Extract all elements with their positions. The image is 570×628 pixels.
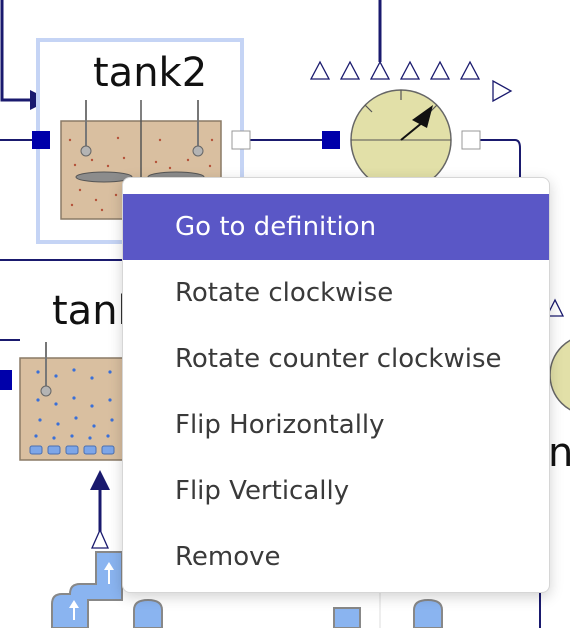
tank-lower-sensor <box>40 385 52 397</box>
tank-lower-port[interactable] <box>0 370 12 390</box>
wire <box>480 139 521 180</box>
tank2-inlet-port[interactable] <box>32 131 50 149</box>
up-arrow-icon <box>69 600 79 608</box>
gauge-outlet-port[interactable] <box>461 130 481 150</box>
triangle-marker-icon <box>309 60 513 103</box>
menu-item-rotate-clockwise[interactable]: Rotate clockwise <box>175 278 394 308</box>
flow-arrow-icon <box>90 470 110 490</box>
blower-pipe <box>51 551 123 628</box>
menu-item-flip-vertically[interactable]: Flip Vertically <box>175 476 350 506</box>
pipe-fitting <box>333 607 361 628</box>
context-menu: Go to definition Rotate clockwise Rotate… <box>122 177 550 593</box>
menu-item-remove[interactable]: Remove <box>175 542 281 572</box>
menu-item-flip-horizontally[interactable]: Flip Horizontally <box>175 410 385 440</box>
gauge-needle <box>400 121 424 141</box>
block-label-tank2: tank2 <box>93 50 208 96</box>
triangle-marker-icon <box>545 298 565 317</box>
pointer-needle-icon <box>412 105 433 128</box>
triangle-marker-icon <box>90 528 110 549</box>
tank2-outlet-port[interactable] <box>231 130 251 150</box>
menu-item-go-to-definition[interactable]: Go to definition <box>123 194 549 260</box>
gauge-inlet-port[interactable] <box>322 131 340 149</box>
tank-lower-bubbles <box>34 368 114 440</box>
menu-item-rotate-counter-clockwise[interactable]: Rotate counter clockwise <box>175 344 502 374</box>
tank2-sensor <box>192 145 204 157</box>
tank-lower-diffusers <box>29 445 115 455</box>
pipe-fitting <box>413 598 443 628</box>
wire <box>0 0 38 102</box>
tank-lower-body <box>19 357 125 461</box>
up-arrow-icon <box>104 562 114 570</box>
tank2-particles <box>68 136 214 212</box>
gauge-dial <box>549 339 570 411</box>
pipe-fitting <box>133 598 163 628</box>
block-label-partial: n <box>548 430 570 476</box>
tank2-sensor <box>80 145 92 157</box>
